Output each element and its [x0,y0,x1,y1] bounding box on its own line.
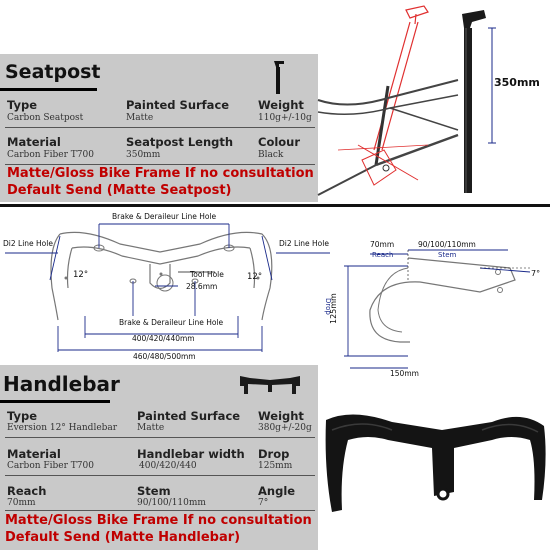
top-hole-label: Brake & Deraileur Line Hole [112,212,217,221]
handlebar-stem-value: 90/100/110mm [137,498,206,508]
seatpost-material-label: Material [7,135,61,149]
handlebar-reach-value: 70mm [7,498,36,508]
tool-hole-label: Tool Hole [190,270,224,279]
handlebar-notice-line1: Matte/Gloss Bike Frame If no consultatio… [5,513,312,528]
side-drop-dimension: 125mm [329,293,338,324]
seatpost-thumbnail-icon [274,61,284,94]
seatpost-notice-line2: Default Send (Matte Seatpost) [7,183,232,198]
handlebar-row-divider [5,475,315,476]
handlebar-material-label: Material [7,447,61,461]
handlebar-type-value: Eversion 12° Handlebar [7,423,118,433]
handlebar-row-divider [5,437,315,438]
seatpost-notice-line1: Matte/Gloss Bike Frame If no consultatio… [7,166,314,181]
handlebar-spec-panel [0,365,318,550]
handlebar-photo [325,414,546,512]
handlebar-title: Handlebar [3,372,120,396]
side-reach-dimension: 70mm [370,240,395,249]
side-stem-label: Stem [438,251,457,259]
seatpost-row-divider [5,127,315,128]
inner-width-dimension: 400/420/440mm [132,334,195,343]
seatpost-length-dimension: 350mm [494,76,540,89]
seatpost-length-label: Seatpost Length [126,135,234,149]
side-stem-dimension: 90/100/110mm [418,240,476,249]
handlebar-drop-value: 125mm [258,461,293,471]
handlebar-surface-value: Matte [137,423,165,433]
bottom-hole-label: Brake & Deraileur Line Hole [119,318,224,327]
seatpost-colour-label: Colour [258,135,301,149]
seatpost-weight-value: 110g+/-10g [258,113,312,123]
side-reach-label: Reach [372,251,394,259]
handlebar-type-label: Type [7,409,38,423]
seatpost-photo [462,10,496,193]
seatpost-spec-panel [0,54,318,202]
handlebar-thumbnail-icon [240,376,300,394]
seatpost-type-label: Type [7,98,38,112]
seatpost-length-value: 350mm [126,150,161,160]
handlebar-drop-label: Drop [258,447,290,461]
handlebar-angle-value: 7° [258,498,269,508]
tool-hole-dimension: 28.6mm [186,282,218,291]
handlebar-reach-label: Reach [7,484,47,498]
section-divider [0,204,550,207]
seatpost-material-value: Carbon Fiber T700 [7,150,94,160]
flare-left-angle: 12° [73,270,89,280]
handlebar-angle-label: Angle [258,484,296,498]
handlebar-title-underline [0,400,110,403]
handlebar-surface-label: Painted Surface [137,409,241,423]
di2-right-label: Di2 Line Hole [279,239,329,248]
handlebar-width-value: 400/420/440 [139,461,197,471]
seatpost-title-underline [0,88,97,91]
seatpost-weight-label: Weight [258,98,304,112]
side-length-dimension: 150mm [390,369,419,378]
handlebar-side-view-diagram [344,249,531,369]
handlebar-notice-line2: Default Send (Matte Handlebar) [5,530,241,545]
handlebar-width-label: Handlebar width [137,447,245,461]
seatpost-type-value: Carbon Seatpost [7,113,84,123]
handlebar-material-value: Carbon Fiber T700 [7,461,94,471]
handlebar-top-view-diagram [5,223,330,352]
seatpost-row-divider [5,164,315,165]
seatpost-surface-label: Painted Surface [126,98,230,112]
flare-right-angle: 12° [247,272,263,282]
seatpost-surface-value: Matte [126,113,154,123]
outer-width-dimension: 460/480/500mm [133,352,196,361]
seatpost-colour-value: Black [258,150,284,160]
di2-left-label: Di2 Line Hole [3,239,53,248]
side-angle-label: 7° [531,269,541,278]
handlebar-weight-label: Weight [258,409,304,423]
handlebar-row-divider [5,510,315,511]
bike-frame-diagram [317,5,459,196]
seatpost-title: Seatpost [5,61,101,83]
handlebar-weight-value: 380g+/-20g [258,423,312,433]
handlebar-stem-label: Stem [137,484,171,498]
